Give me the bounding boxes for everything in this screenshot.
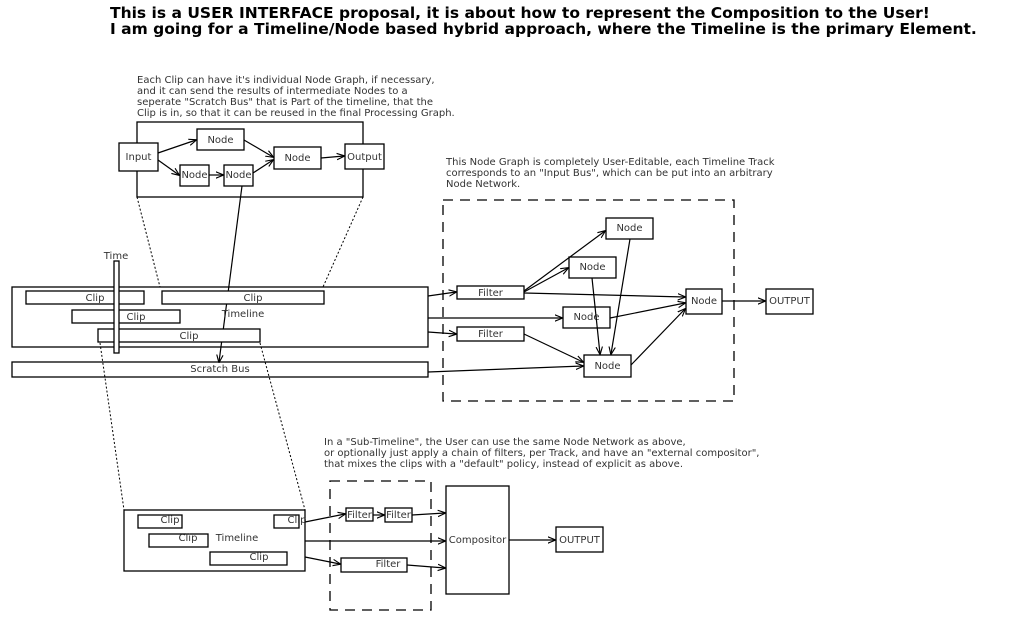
edge-arrow xyxy=(157,159,179,175)
main-timeline: Timeline Clip Clip Clip Clip Time Scratc… xyxy=(11,251,429,378)
clip[interactable] xyxy=(161,290,325,305)
note-line: Clip is in, so that it can be reused in … xyxy=(137,108,455,119)
filter-label: Filter xyxy=(478,288,504,299)
clip-label: Clip xyxy=(86,293,105,304)
output-label: OUTPUT xyxy=(769,296,811,307)
clip[interactable] xyxy=(148,533,209,548)
note-line: that mixes the clips with a "default" po… xyxy=(324,459,683,470)
edge-arrow xyxy=(427,366,583,373)
node-box[interactable] xyxy=(223,164,254,187)
sub-timeline-label: Timeline xyxy=(215,533,259,544)
filter-label: Filter xyxy=(386,510,412,521)
compositor-label: Compositor xyxy=(449,535,507,546)
node-graph-note: This Node Graph is completely User-Edita… xyxy=(445,157,775,190)
clip[interactable] xyxy=(273,514,300,529)
filter-chain-frame xyxy=(329,480,432,611)
zoom-guide-line xyxy=(322,196,364,288)
filter-label: Filter xyxy=(347,510,373,521)
node-label: Node xyxy=(579,262,605,273)
node-label: Node xyxy=(594,361,620,372)
edge-arrow xyxy=(320,156,344,158)
note-line: seperate "Scratch Bus" that is Part of t… xyxy=(137,97,433,108)
edge-arrow xyxy=(406,565,445,568)
note-line: corresponds to an "Input Bus", which can… xyxy=(446,168,773,179)
clip-label: Clip xyxy=(127,312,146,323)
node-box[interactable] xyxy=(583,354,632,378)
edge-arrow xyxy=(611,238,631,354)
scratch-bus[interactable] xyxy=(11,361,429,378)
filter-label: Filter xyxy=(478,329,504,340)
output-label: OUTPUT xyxy=(559,535,601,546)
edge-arrow xyxy=(427,332,456,334)
node-label: Node xyxy=(691,296,717,307)
note-line: Node Network. xyxy=(446,179,520,190)
note-line: In a "Sub-Timeline", the User can use th… xyxy=(324,437,686,448)
sub-timeline: Timeline Clip Clip Clip Clip Filter Filt… xyxy=(123,480,604,611)
node-label: Node xyxy=(616,223,642,234)
title-line-1: This is a USER INTERFACE proposal, it is… xyxy=(110,4,930,22)
zoom-guide-line xyxy=(136,196,161,288)
filter-label: Filter xyxy=(376,559,402,570)
clip-label: Clip xyxy=(180,331,199,342)
sub-timeline-note: In a "Sub-Timeline", the User can use th… xyxy=(324,437,759,470)
clip-label: Clip xyxy=(250,552,269,563)
output-node[interactable] xyxy=(344,143,385,170)
edge-arrow xyxy=(157,140,196,154)
output-node[interactable] xyxy=(765,288,814,315)
scratch-bus-label: Scratch Bus xyxy=(190,364,249,375)
node-label: Node xyxy=(573,312,599,323)
clip[interactable] xyxy=(209,551,288,566)
node-label: Node xyxy=(284,153,310,164)
edge-arrow xyxy=(252,160,273,174)
input-node-label: Input xyxy=(126,152,152,163)
zoom-guide-line xyxy=(259,342,306,511)
edge-arrow xyxy=(523,292,685,297)
output-node[interactable] xyxy=(555,526,604,553)
note-line: This Node Graph is completely User-Edita… xyxy=(445,157,775,168)
timeline-frame[interactable] xyxy=(11,286,429,348)
edge-arrow xyxy=(304,556,340,564)
clip[interactable] xyxy=(137,514,183,529)
output-node-label: Output xyxy=(347,152,382,163)
node-label: Node xyxy=(207,135,233,146)
zoom-guide-line xyxy=(99,342,125,511)
edge-arrow xyxy=(411,513,445,515)
clip[interactable] xyxy=(97,328,261,343)
timeline-label: Timeline xyxy=(221,309,265,320)
clip-label: Clip xyxy=(244,293,263,304)
note-line: and it can send the results of intermedi… xyxy=(137,86,408,97)
edge-arrow xyxy=(523,268,568,293)
edge-arrow xyxy=(523,231,605,292)
note-line: Each Clip can have it's individual Node … xyxy=(137,75,435,86)
note-line: or optionally just apply a chain of filt… xyxy=(324,448,759,459)
node-label: Node xyxy=(225,170,251,181)
title-line-2: I am going for a Timeline/Node based hyb… xyxy=(110,20,977,38)
node-label: Node xyxy=(181,170,207,181)
node-box[interactable] xyxy=(685,288,723,315)
edge-arrow xyxy=(523,333,583,362)
time-cursor[interactable] xyxy=(113,260,120,354)
edge-arrow xyxy=(243,139,273,157)
input-node[interactable] xyxy=(118,142,159,172)
edge-arrow xyxy=(630,309,685,366)
clip-label: Clip xyxy=(288,515,307,526)
edge-arrow xyxy=(427,292,456,296)
clip-label: Clip xyxy=(179,533,198,544)
time-label: Time xyxy=(103,251,128,262)
clip-graph-note: Each Clip can have it's individual Node … xyxy=(137,75,455,119)
diagram-title: This is a USER INTERFACE proposal, it is… xyxy=(110,5,977,37)
edge-arrow xyxy=(304,514,345,523)
node-network: Filter Filter Node Node Node Node Node O… xyxy=(427,199,814,402)
clip-label: Clip xyxy=(161,515,180,526)
clip-node-graph: Input Node Node Node Node Output xyxy=(118,121,385,362)
edge-arrow xyxy=(591,277,600,354)
edge-arrow xyxy=(609,303,685,319)
clip[interactable] xyxy=(71,309,181,324)
